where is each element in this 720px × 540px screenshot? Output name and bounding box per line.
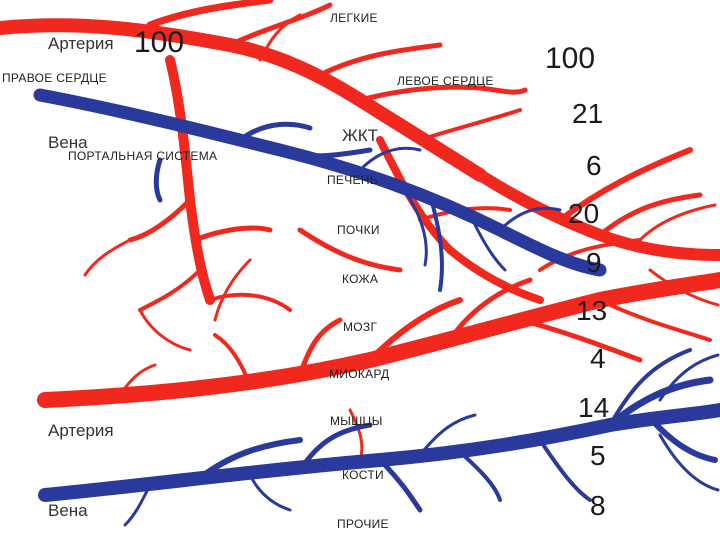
vein-branch <box>123 483 152 527</box>
systemic-branch <box>367 297 463 363</box>
number-left: 100 <box>134 26 185 59</box>
systemic-artery <box>37 272 720 408</box>
number-right-7: 14 <box>578 392 610 423</box>
label-vein-top: Вена <box>48 133 88 152</box>
aorta-branch <box>192 225 273 243</box>
label-artery-top: Артерия <box>48 34 114 53</box>
label-liver: ПЕЧЕНЬ <box>327 173 378 187</box>
number-right-5: 13 <box>576 295 608 326</box>
pulmonary-branch <box>258 13 302 62</box>
label-left-heart: ЛЕВОЕ СЕРДЦЕ <box>397 74 494 88</box>
number-right-0: 100 <box>545 42 596 75</box>
pulmonary-branch <box>317 42 443 78</box>
aorta-branch <box>138 268 202 312</box>
label-gut: ЖКТ <box>342 126 378 145</box>
vein-branch <box>358 146 422 172</box>
aorta-branch <box>138 308 192 352</box>
aorta-branch <box>127 197 193 243</box>
label-right-heart: ПРАВОЕ СЕРДЦЕ <box>2 71 107 85</box>
pulmonary-branch <box>227 2 333 48</box>
vein-branch <box>538 438 592 502</box>
vein-branch <box>197 437 303 481</box>
aorta-branch <box>208 292 292 312</box>
systemic-branch <box>297 317 343 378</box>
label-brain: МОЗГ <box>343 320 378 334</box>
systemic-branch <box>597 192 703 238</box>
vein-branch <box>658 433 720 492</box>
number-right-2: 6 <box>586 150 602 181</box>
vein-branch <box>498 206 562 232</box>
number-right-4: 9 <box>586 247 602 278</box>
pulmonary-branch <box>146 0 274 29</box>
vein-branch <box>418 413 477 457</box>
pulmonary-branch <box>357 84 528 103</box>
vein-branch <box>647 415 718 463</box>
vein-branch <box>377 457 423 513</box>
systemic-branch <box>213 258 252 322</box>
label-bones: КОСТИ <box>342 468 384 482</box>
label-other: ПРОЧИЕ <box>337 517 389 531</box>
lower-vein <box>38 403 720 502</box>
vein-branch <box>428 193 444 292</box>
vein-branch <box>658 353 720 402</box>
vein-network <box>33 88 720 527</box>
systemic-branch <box>213 333 252 387</box>
vein-branch <box>458 450 502 502</box>
systemic-branch <box>557 147 693 223</box>
vein-branch <box>153 157 163 203</box>
number-right-9: 8 <box>590 490 606 521</box>
number-right-6: 4 <box>590 343 606 374</box>
label-skin: КОЖА <box>342 272 379 286</box>
vein-branch <box>297 422 373 473</box>
systemic-branch <box>517 317 643 363</box>
vein-branch <box>606 376 714 429</box>
label-myocard: МИОКАРД <box>329 367 390 381</box>
label-portal-system: ПОРТАЛЬНАЯ СИСТЕМА <box>68 149 218 163</box>
systemic-branch <box>638 203 717 242</box>
pulmonary-artery <box>0 18 487 182</box>
vein-branch <box>237 121 313 143</box>
label-kidneys: ПОЧКИ <box>337 223 380 237</box>
systemic-branch <box>297 227 403 273</box>
number-right-3: 20 <box>568 198 600 229</box>
label-lungs: ЛЕГКИЕ <box>330 11 378 25</box>
vein-branch <box>608 348 692 427</box>
vein-branch <box>468 213 507 272</box>
systemic-branch <box>118 363 157 397</box>
pulmonary-branch <box>418 108 522 142</box>
label-artery-bottom: Артерия <box>48 421 114 440</box>
systemic-branch <box>648 268 720 307</box>
number-right-8: 5 <box>590 440 606 471</box>
upper-vein <box>33 88 607 277</box>
label-muscles: МЫШЦЫ <box>330 414 383 428</box>
systemic-branch <box>538 238 642 272</box>
systemic-branch <box>447 277 533 343</box>
number-right-1: 21 <box>572 98 604 129</box>
aorta-branch <box>83 238 132 277</box>
systemic-branch <box>598 298 712 342</box>
systemic-branch <box>376 136 544 304</box>
aorta-descending <box>165 55 215 305</box>
vein-branch <box>277 147 373 159</box>
artery-network <box>0 0 720 462</box>
vein-branch <box>398 183 428 267</box>
label-vein-bottom: Вена <box>48 501 88 520</box>
vein-branch <box>248 473 292 512</box>
